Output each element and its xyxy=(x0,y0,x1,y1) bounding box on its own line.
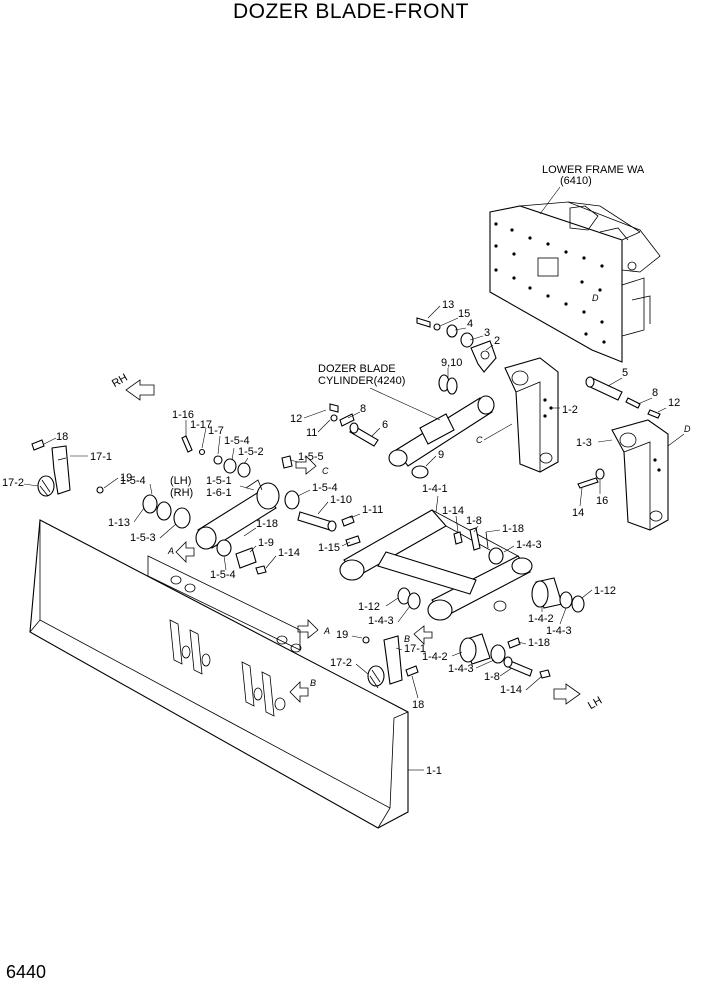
callout-1-5-3: 1-5-3 xyxy=(130,532,156,544)
callout-1-11: 1-11 xyxy=(362,504,383,516)
callout-17-1-a: 17-1 xyxy=(90,451,112,463)
callout-1-7: 1-7 xyxy=(208,425,224,437)
bracket-1-2: 1-2 C xyxy=(476,357,578,473)
callout-9-mid: 9 xyxy=(438,449,444,461)
bracket-pins-right: 5 8 12 16 14 xyxy=(572,367,680,519)
callout-1-18-a: 1-18 xyxy=(256,518,278,530)
callout-1-4-3-c: 1-4-3 xyxy=(546,625,572,637)
frame-mount-hardware: 13 15 4 3 2 9,10 xyxy=(416,299,500,395)
callout-1-13: 1-13 xyxy=(108,517,130,529)
cylinder-label-2: CYLINDER(4240) xyxy=(318,375,405,387)
callout-1-4-2-b: 1-4-2 xyxy=(422,651,448,663)
callout-13: 13 xyxy=(442,299,454,311)
callout-18-b: 18 xyxy=(412,699,424,711)
right-lower-hardware: 1-12 1-4-2 1-4-3 1-18 1-4-2 1-4-3 1-8 1-… xyxy=(422,577,616,696)
view-marker-c-bracket: C xyxy=(476,435,483,445)
callout-2: 2 xyxy=(494,335,500,347)
callout-1-5-1: 1-5-1 xyxy=(206,475,232,487)
callout-4: 4 xyxy=(467,318,473,330)
direction-arrow-lh: LH xyxy=(553,683,604,712)
bracket-1-3: 1-3 D xyxy=(576,419,691,531)
callout-1-17-fragment: 1-17 xyxy=(190,419,212,431)
callout-1-6-1: 1-6-1 xyxy=(206,487,232,499)
callout-15: 15 xyxy=(458,308,470,320)
page-number: 6440 xyxy=(6,962,47,982)
callout-1-2: 1-2 xyxy=(562,404,578,416)
callout-17-2-b: 17-2 xyxy=(330,657,352,669)
callout-1-5-5: 1-5-5 xyxy=(298,451,324,463)
view-marker-b-blade: B xyxy=(310,678,316,688)
callout-1-18-c: 1-18 xyxy=(528,637,550,649)
callout-1-14-a: 1-14 xyxy=(278,547,300,559)
callout-19-a: 19 xyxy=(120,472,132,484)
view-marker-a-arm: A xyxy=(167,546,174,556)
callout-3: 3 xyxy=(484,327,490,339)
callout-1-18-b: 1-18 xyxy=(502,523,524,535)
callout-1-4-3-a: 1-4-3 xyxy=(516,539,542,551)
callout-1-8-b: 1-8 xyxy=(484,671,500,683)
callout-1-3: 1-3 xyxy=(576,437,592,449)
callout-12-mid: 12 xyxy=(290,413,302,425)
callout-1-15: 1-15 xyxy=(318,542,340,554)
callout-8-right: 8 xyxy=(652,387,658,399)
side-label-rh: (RH) xyxy=(170,487,193,499)
callout-1-1: 1-1 xyxy=(426,765,442,777)
callout-1-12-b: 1-12 xyxy=(594,585,616,597)
callout-1-4-3-b: 1-4-3 xyxy=(368,615,394,627)
callout-1-14-c: 1-14 xyxy=(500,684,522,696)
direction-label-rh: RH xyxy=(110,372,130,390)
view-marker-d-bracket: D xyxy=(684,424,691,434)
callout-11-mid: 11 xyxy=(306,427,317,439)
callout-1-8-a: 1-8 xyxy=(466,515,482,527)
lower-frame-label-1: LOWER FRAME WA xyxy=(542,164,645,176)
dozer-blade: 1-1 19 17-1 17-2 18 A B B xyxy=(29,519,442,829)
dozer-blade-cylinder: DOZER BLADE CYLINDER(4240) 12 11 8 6 9 xyxy=(290,363,495,479)
callout-5: 5 xyxy=(622,367,628,379)
view-marker-b-frame: B xyxy=(404,634,410,644)
callout-17-2-a: 17-2 xyxy=(2,477,24,489)
direction-label-lh: LH xyxy=(586,695,604,712)
callout-6: 6 xyxy=(382,419,388,431)
callout-12-right: 12 xyxy=(668,397,680,409)
callout-18-a: 18 xyxy=(56,431,68,443)
lower-frame-assembly: LOWER FRAME WA (6410) D xyxy=(489,164,661,363)
callout-19-b: 19 xyxy=(336,629,348,641)
view-marker-d-frame: D xyxy=(592,293,599,303)
callout-16: 16 xyxy=(596,495,608,507)
callout-1-5-4-d: 1-5-4 xyxy=(210,569,236,581)
callout-1-4-2-a: 1-4-2 xyxy=(528,613,554,625)
callout-8-mid: 8 xyxy=(360,403,366,415)
lower-frame-label-2: (6410) xyxy=(560,175,592,187)
callout-1-14-b: 1-14 xyxy=(442,505,464,517)
callout-1-5-4-a: 1-5-4 xyxy=(224,435,250,447)
callout-1-5-4-b: 1-5-4 xyxy=(312,482,338,494)
callout-14-right: 14 xyxy=(572,507,584,519)
callout-1-9: 1-9 xyxy=(258,537,274,549)
side-label-lh: (LH) xyxy=(170,475,191,487)
page-title: DOZER BLADE-FRONT xyxy=(232,0,469,23)
cylinder-label-1: DOZER BLADE xyxy=(318,363,396,375)
callout-1-5-2: 1-5-2 xyxy=(238,446,264,458)
left-corner-hardware: 18 17-1 17-2 19 xyxy=(2,431,132,497)
push-arm-left: 1-16 1-17 1-7 1-5-4 1-5-2 (LH) 1-5-1 (RH… xyxy=(108,409,383,581)
callout-1-16: 1-16 xyxy=(172,409,194,421)
view-marker-c-arm: C xyxy=(322,466,329,476)
view-marker-a-blade: A xyxy=(323,626,330,636)
callout-1-4-3-d: 1-4-3 xyxy=(448,663,474,675)
a-frame-1-4-1: 1-4-1 1-14 1-8 1-18 1-4-3 1-12 1-4-3 xyxy=(339,483,542,627)
callout-1-10: 1-10 xyxy=(330,494,352,506)
callout-9-10: 9,10 xyxy=(441,357,462,369)
callout-1-12-a: 1-12 xyxy=(358,601,380,613)
callout-17-1-b: 17-1 xyxy=(404,643,426,655)
direction-arrow-rh: RH xyxy=(110,372,155,401)
callout-1-5-4-c: 1-5-4 xyxy=(120,475,146,487)
callout-1-4-1: 1-4-1 xyxy=(422,483,448,495)
